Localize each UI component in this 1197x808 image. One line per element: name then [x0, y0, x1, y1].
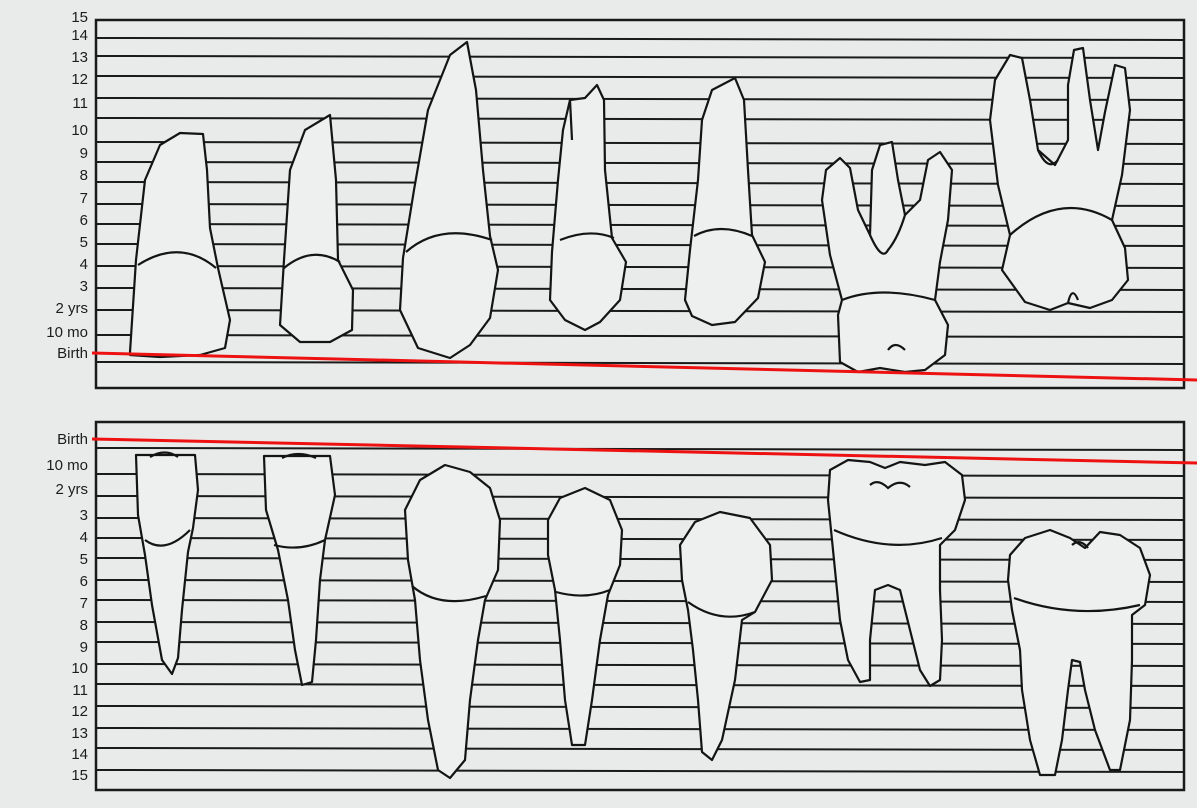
lower-age-label: 10	[71, 660, 88, 677]
lower-age-label: 7	[80, 595, 88, 612]
upper-age-label: 4	[80, 256, 88, 273]
lower-age-label: Birth	[57, 431, 88, 448]
upper-age-label: 2 yrs	[55, 300, 88, 317]
lower-age-label: 12	[71, 703, 88, 720]
lower-age-label: 11	[72, 682, 88, 699]
upper-age-label: 14	[71, 27, 88, 44]
lower-age-label: 15	[71, 767, 88, 784]
upper-first-molar	[822, 142, 952, 372]
upper-first-molar-outline	[822, 142, 952, 372]
upper-age-label: 11	[72, 95, 88, 112]
lower-age-label: 2 yrs	[55, 481, 88, 498]
upper-age-label: Birth	[57, 345, 88, 362]
upper-age-label: 10 mo	[46, 324, 88, 341]
upper-age-label: 7	[80, 190, 88, 207]
lower-age-label: 10 mo	[46, 457, 88, 474]
lower-age-label: 13	[71, 725, 88, 742]
lower-age-label: 5	[80, 551, 88, 568]
lower-age-label: 6	[80, 573, 88, 590]
upper-age-label: 12	[71, 71, 88, 88]
upper-age-label: 10	[71, 122, 88, 139]
upper-age-label: 15	[71, 9, 88, 26]
upper-age-label: 3	[80, 278, 88, 295]
upper-age-label: 9	[80, 145, 88, 162]
lower-age-label: 14	[71, 746, 88, 763]
lower-age-label: 9	[80, 639, 88, 656]
upper-age-label: 5	[80, 234, 88, 251]
lower-age-label: 3	[80, 507, 88, 524]
lower-age-label: 8	[80, 617, 88, 634]
lower-age-label: 4	[80, 529, 88, 546]
upper-age-label: 6	[80, 212, 88, 229]
upper-age-label: 13	[71, 49, 88, 66]
upper-age-label: 8	[80, 167, 88, 184]
